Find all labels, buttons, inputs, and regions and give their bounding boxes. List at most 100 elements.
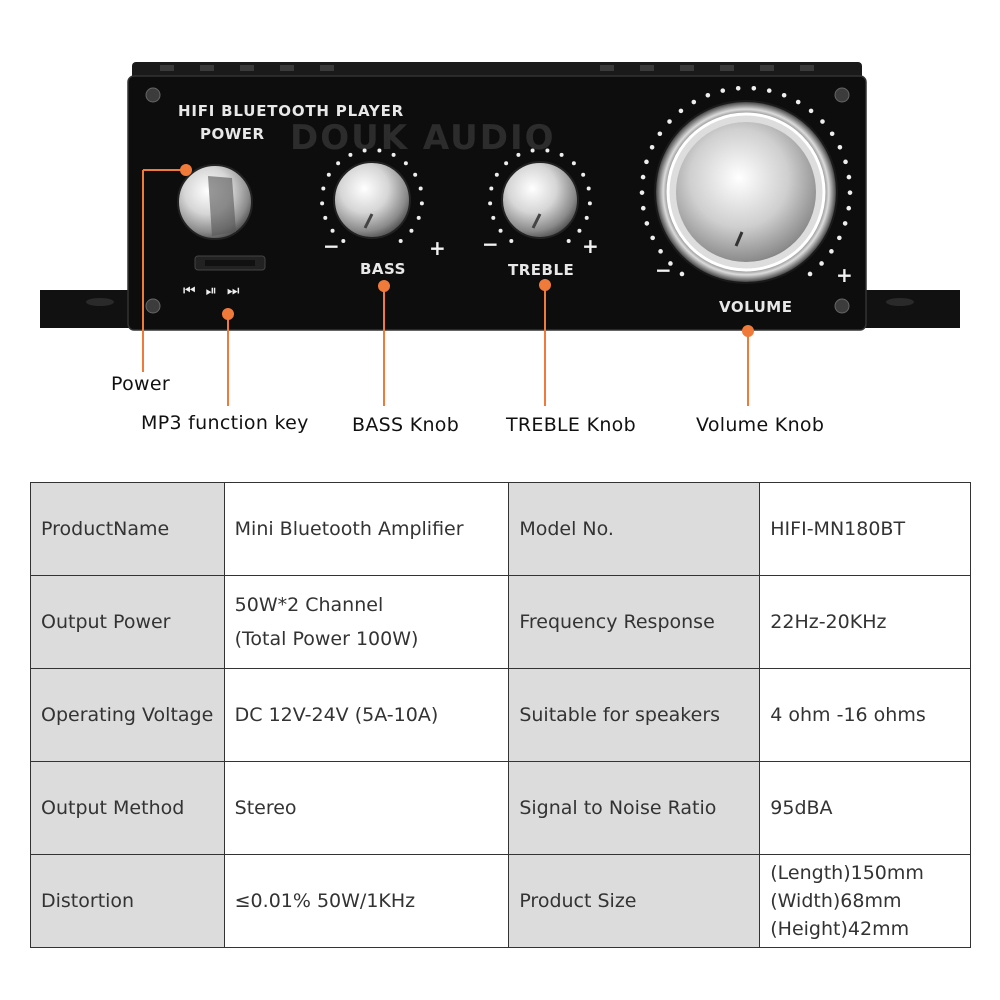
indicator-dot bbox=[819, 261, 824, 266]
callout-mp3-key: MP3 function key bbox=[141, 412, 309, 434]
device-title: HIFI BLUETOOTH PLAYER bbox=[178, 102, 404, 120]
indicator-dot bbox=[321, 186, 326, 191]
indicator-dot bbox=[820, 119, 825, 124]
indicator-dot bbox=[691, 99, 697, 105]
indicator-dot bbox=[587, 201, 592, 206]
mp3-buttons: ⏮⏯⏭ bbox=[183, 283, 249, 299]
indicator-dot bbox=[639, 190, 645, 195]
indicator-dot bbox=[571, 161, 576, 166]
indicator-dot bbox=[494, 172, 499, 177]
indicator-dot bbox=[326, 172, 331, 177]
callout-treble-knob: TREBLE Knob bbox=[506, 414, 636, 436]
indicator-dot bbox=[846, 174, 852, 180]
indicator-dot bbox=[846, 205, 852, 211]
callout-bass-knob: BASS Knob bbox=[352, 414, 460, 436]
indicator-dot bbox=[658, 249, 663, 254]
indicator-dot bbox=[577, 228, 582, 233]
indicator-dot bbox=[842, 221, 848, 226]
volume-knob bbox=[639, 85, 853, 284]
treble-label: TREBLE bbox=[508, 261, 575, 279]
bass-label: BASS bbox=[360, 260, 406, 278]
indicator-dot bbox=[795, 99, 801, 105]
volume-label: VOLUME bbox=[719, 298, 793, 316]
indicator-dot bbox=[398, 238, 403, 243]
indicator-dot bbox=[829, 131, 835, 137]
indicator-dot bbox=[584, 215, 589, 220]
spec-value-line: Mini Bluetooth Amplifier bbox=[234, 518, 464, 540]
indicator-dot bbox=[530, 148, 535, 153]
indicator-dot bbox=[668, 261, 673, 266]
indicator-dot bbox=[323, 215, 328, 220]
spec-value: (Length)150mm(Width)68mm(Height)42mm bbox=[759, 854, 971, 948]
bass-knob bbox=[320, 148, 424, 243]
callout-lines bbox=[142, 164, 754, 406]
indicator-dot bbox=[504, 161, 509, 166]
spec-value-line: (Length)150mm bbox=[770, 862, 924, 884]
indicator-dot bbox=[581, 172, 586, 177]
power-label: POWER bbox=[200, 125, 265, 143]
spec-value: 95dBA bbox=[759, 761, 971, 855]
spec-value-line: Stereo bbox=[234, 797, 297, 819]
indicator-dot bbox=[781, 92, 787, 98]
indicator-dot bbox=[720, 88, 726, 93]
indicator-dot bbox=[566, 238, 571, 243]
spec-label: Output Method bbox=[30, 761, 225, 855]
spec-value: Mini Bluetooth Amplifier bbox=[223, 482, 510, 576]
indicator-dot bbox=[847, 190, 853, 195]
indicator-dot bbox=[837, 235, 842, 241]
spec-value-line: 22Hz-20KHz bbox=[770, 611, 887, 633]
spec-value: HIFI-MN180BT bbox=[759, 482, 971, 576]
indicator-dot bbox=[678, 108, 684, 114]
indicator-dot bbox=[650, 235, 655, 241]
indicator-dot bbox=[416, 215, 421, 220]
indicator-dot bbox=[649, 145, 655, 150]
indicator-dot bbox=[766, 88, 772, 93]
spec-value: 4 ohm -16 ohms bbox=[759, 668, 971, 762]
bass-plus: + bbox=[429, 236, 446, 260]
indicator-dot bbox=[419, 201, 424, 206]
spec-value-line: 50W*2 Channel bbox=[234, 594, 384, 616]
indicator-dot bbox=[545, 148, 550, 153]
brand-watermark: DOUK AUDIO bbox=[290, 118, 556, 158]
indicator-dot bbox=[829, 249, 834, 254]
treble-knob bbox=[488, 148, 592, 243]
spec-label: ProductName bbox=[30, 482, 225, 576]
indicator-dot bbox=[336, 161, 341, 166]
callout-power: Power bbox=[111, 373, 170, 395]
next-icon[interactable]: ⏭ bbox=[226, 283, 250, 299]
play-pause-icon[interactable]: ⏯ bbox=[205, 283, 227, 299]
indicator-dot bbox=[488, 201, 493, 206]
spec-label: Model No. bbox=[508, 482, 761, 576]
indicator-dot bbox=[679, 271, 685, 277]
indicator-dot bbox=[498, 228, 503, 233]
spec-label: Signal to Noise Ratio bbox=[508, 761, 761, 855]
spec-value-line: 95dBA bbox=[770, 797, 833, 819]
spec-value: DC 12V-24V (5A-10A) bbox=[223, 668, 510, 762]
indicator-dot bbox=[705, 92, 711, 98]
indicator-dot bbox=[391, 152, 396, 157]
spec-label: Product Size bbox=[508, 854, 761, 948]
treble-plus: + bbox=[582, 234, 599, 258]
previous-icon[interactable]: ⏮ bbox=[183, 283, 206, 299]
indicator-dot bbox=[837, 145, 843, 150]
spec-value: ≤0.01% 50W/1KHz bbox=[223, 854, 510, 948]
spec-value-line: (Total Power 100W) bbox=[234, 628, 419, 650]
indicator-dot bbox=[559, 152, 564, 157]
table-row: ProductName Mini Bluetooth Amplifier Model… bbox=[30, 482, 971, 576]
indicator-dot bbox=[640, 205, 646, 211]
spec-label: Suitable for speakers bbox=[508, 668, 761, 762]
indicator-dot bbox=[644, 221, 650, 226]
indicator-dot bbox=[516, 152, 521, 157]
volume-minus: − bbox=[655, 258, 672, 282]
spec-value: 22Hz-20KHz bbox=[759, 575, 971, 669]
spec-label: Distortion bbox=[30, 854, 225, 948]
indicator-dot bbox=[377, 148, 382, 153]
spec-table: ProductName Mini Bluetooth Amplifier Model… bbox=[30, 482, 971, 948]
spec-value-line: 4 ohm -16 ohms bbox=[770, 704, 926, 726]
indicator-dot bbox=[348, 152, 353, 157]
volume-plus: + bbox=[836, 263, 853, 287]
indicator-dot bbox=[413, 172, 418, 177]
indicator-dot bbox=[808, 108, 814, 114]
